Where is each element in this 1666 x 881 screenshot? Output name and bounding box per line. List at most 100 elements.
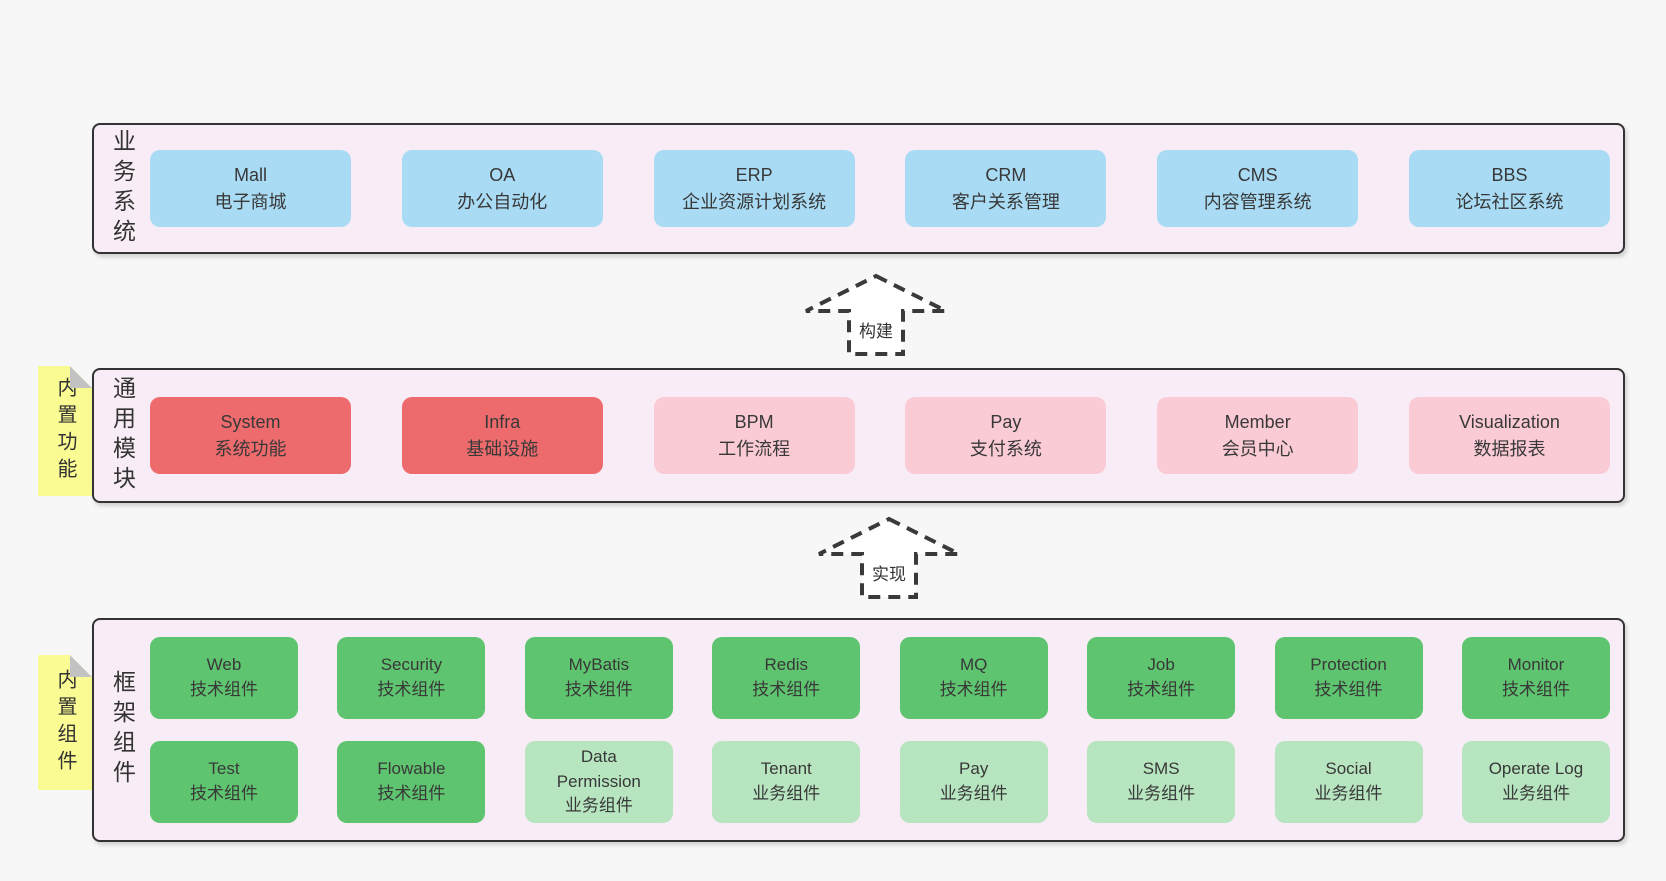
- box-monitor: Monitor 技术组件: [1461, 637, 1610, 719]
- box-title: System: [220, 412, 281, 433]
- box-title: OA: [489, 165, 516, 186]
- box-subtitle: 技术组件: [1501, 680, 1570, 699]
- box-title: Pay: [959, 759, 989, 779]
- box-title: Redis: [764, 655, 808, 675]
- dashed-up-arrow-icon: [805, 273, 947, 356]
- box-operate-log: Operate Log 业务组件: [1461, 741, 1610, 823]
- box-title: Tenant: [760, 759, 812, 779]
- box-title: Visualization: [1459, 412, 1560, 433]
- box-title: CMS: [1237, 165, 1278, 186]
- sticky-note-label: 内置功能: [54, 377, 76, 485]
- box-title: Protection: [1310, 655, 1387, 675]
- box-oa: OA 办公自动化: [401, 150, 603, 227]
- box-subtitle: 技术组件: [377, 784, 446, 803]
- box-title: Job: [1147, 655, 1175, 675]
- band-framework-components: 框架组件 Web 技术组件 Security 技术组件 MyBatis 技术组件…: [92, 618, 1625, 842]
- box-subtitle: 技术组件: [752, 680, 821, 699]
- box-cms: CMS 内容管理系统: [1157, 150, 1359, 227]
- box-data-permission: Data Permission 业务组件: [524, 741, 673, 823]
- box-subtitle: 客户关系管理: [951, 191, 1060, 212]
- box-title: Member: [1224, 412, 1291, 433]
- box-crm: CRM 客户关系管理: [905, 150, 1107, 227]
- box-subtitle: 业务组件: [939, 784, 1008, 803]
- box-subtitle: 业务组件: [752, 784, 821, 803]
- sticky-note-built-in-features: 内置功能: [38, 366, 92, 496]
- sticky-note-built-in-components: 内置组件: [38, 655, 92, 790]
- box-title: Social: [1325, 759, 1372, 779]
- box-subtitle: 内容管理系统: [1203, 191, 1312, 212]
- box-title: ERP: [735, 165, 773, 186]
- box-sms: SMS 业务组件: [1087, 741, 1236, 823]
- box-pay-component: Pay 业务组件: [899, 741, 1048, 823]
- box-subtitle: 业务组件: [564, 796, 633, 816]
- box-protection: Protection 技术组件: [1274, 637, 1423, 719]
- box-subtitle: 技术组件: [377, 680, 446, 699]
- box-subtitle: 技术组件: [1314, 680, 1383, 699]
- box-title: Test: [208, 759, 240, 779]
- box-mq: MQ 技术组件: [899, 637, 1048, 719]
- box-bpm: BPM 工作流程: [653, 397, 855, 474]
- box-infra: Infra 基础设施: [401, 397, 603, 474]
- box-redis: Redis 技术组件: [712, 637, 861, 719]
- box-title: MyBatis: [568, 655, 630, 675]
- box-title: SMS: [1142, 759, 1180, 779]
- box-subtitle: 技术组件: [564, 680, 633, 699]
- arrow-implement: 实现: [815, 516, 963, 600]
- box-subtitle: 技术组件: [1127, 680, 1196, 699]
- box-title: Infra: [484, 412, 521, 433]
- box-title: Monitor: [1507, 655, 1565, 675]
- box-subtitle: 业务组件: [1501, 784, 1570, 803]
- arrow-label: 实现: [869, 560, 909, 585]
- box-subtitle: 会员中心: [1221, 438, 1294, 459]
- band-label-common-modules: 通用模块: [109, 375, 136, 496]
- box-title: BPM: [734, 412, 774, 433]
- box-mybatis: MyBatis 技术组件: [524, 637, 673, 719]
- box-subtitle: 企业资源计划系统: [682, 191, 827, 212]
- box-subtitle: 业务组件: [1314, 784, 1383, 803]
- box-subtitle: 支付系统: [969, 438, 1042, 459]
- box-subtitle: 技术组件: [190, 680, 258, 699]
- box-subtitle: 工作流程: [718, 438, 791, 459]
- arrow-label: 构建: [856, 317, 896, 342]
- box-title: Pay: [990, 412, 1022, 433]
- box-visualization: Visualization 数据报表: [1408, 397, 1610, 474]
- box-subtitle: 系统功能: [214, 438, 287, 459]
- box-subtitle: 电子商城: [214, 191, 287, 212]
- dashed-up-arrow-icon: [818, 516, 960, 599]
- box-security: Security 技术组件: [337, 637, 486, 719]
- box-subtitle: 技术组件: [939, 680, 1008, 699]
- box-title: Web: [206, 655, 242, 675]
- box-title: Data Permission: [556, 747, 641, 791]
- box-pay-module: Pay 支付系统: [905, 397, 1107, 474]
- box-system: System 系统功能: [150, 397, 351, 474]
- box-test: Test 技术组件: [150, 741, 298, 823]
- box-erp: ERP 企业资源计划系统: [653, 150, 855, 227]
- box-subtitle: 办公自动化: [457, 191, 548, 212]
- sticky-note-label: 内置组件: [54, 668, 76, 777]
- box-subtitle: 基础设施: [466, 438, 539, 459]
- band-label-framework-components: 框架组件: [109, 670, 136, 790]
- arrow-build: 构建: [802, 273, 950, 357]
- box-subtitle: 业务组件: [1127, 784, 1196, 803]
- band-business-systems: 业务系统 Mall 电子商城 OA 办公自动化 ERP 企业资源计划系统 CRM: [92, 123, 1625, 254]
- box-title: Mall: [233, 165, 267, 186]
- band-common-modules: 通用模块 System 系统功能 Infra 基础设施 BPM 工作流程 Pay: [92, 368, 1625, 503]
- box-bbs: BBS 论坛社区系统: [1408, 150, 1610, 227]
- band-label-business-systems: 业务系统: [109, 128, 136, 249]
- box-subtitle: 数据报表: [1473, 438, 1546, 459]
- box-title: Security: [380, 655, 443, 675]
- box-tenant: Tenant 业务组件: [712, 741, 861, 823]
- box-mall: Mall 电子商城: [150, 150, 351, 227]
- box-web: Web 技术组件: [150, 637, 298, 719]
- box-title: BBS: [1491, 165, 1528, 186]
- box-title: Flowable: [377, 759, 446, 779]
- box-title: MQ: [959, 655, 988, 675]
- box-flowable: Flowable 技术组件: [337, 741, 486, 823]
- box-subtitle: 技术组件: [190, 784, 258, 803]
- box-title: CRM: [985, 165, 1027, 186]
- box-title: Operate Log: [1488, 759, 1584, 779]
- box-job: Job 技术组件: [1087, 637, 1236, 719]
- box-social: Social 业务组件: [1274, 741, 1423, 823]
- box-member: Member 会员中心: [1157, 397, 1359, 474]
